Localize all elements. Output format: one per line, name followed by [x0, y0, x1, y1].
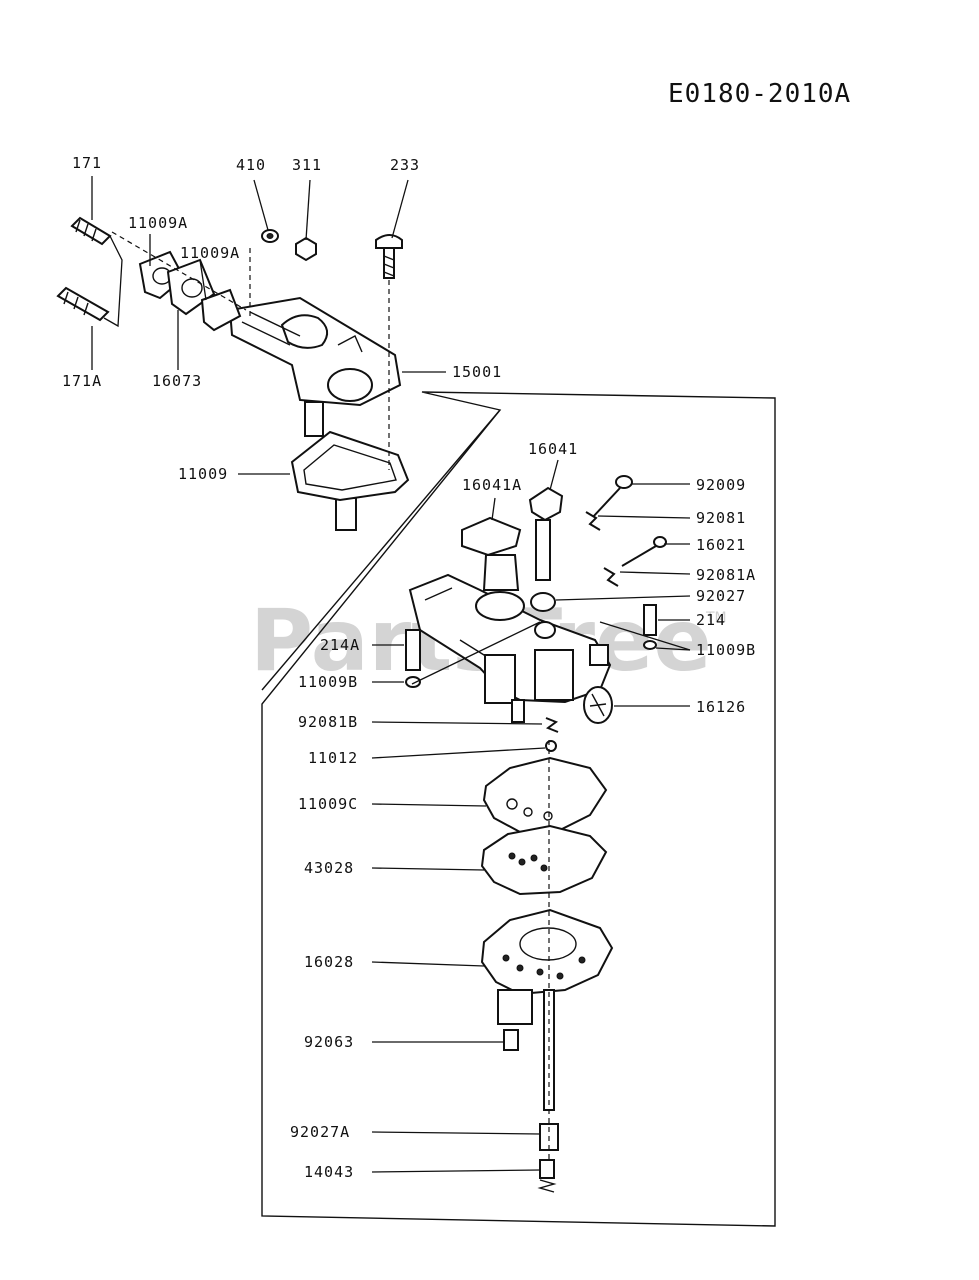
callout-11009: 11009: [178, 465, 228, 483]
nut-311: [295, 236, 317, 262]
callout-14043: 14043: [304, 1163, 354, 1181]
diaphragm-43028: [480, 824, 608, 896]
callout-92027A: 92027A: [290, 1123, 350, 1141]
screw-214A: [405, 629, 421, 688]
callout-11009A-1: 11009A: [128, 214, 188, 232]
spring-92081: [585, 511, 601, 531]
carburetor-body-15001: [228, 296, 402, 531]
choke-valve-16041A: [461, 516, 525, 621]
callout-11009B-right: 11009B: [696, 641, 756, 659]
callout-233: 233: [390, 156, 420, 174]
stud-171: [70, 216, 112, 246]
callout-43028: 43028: [304, 859, 354, 877]
screw-92009: [591, 475, 633, 519]
callout-16041: 16041: [528, 440, 578, 458]
callout-11009B-left: 11009B: [298, 673, 358, 691]
drawing-id: E0180-2010A: [668, 79, 851, 109]
callout-15001: 15001: [452, 363, 502, 381]
callout-214A: 214A: [320, 636, 360, 654]
spring-92081B: [545, 717, 559, 733]
throttle-shaft-16041: [528, 486, 564, 581]
callout-311: 311: [292, 156, 322, 174]
screw-14043: [537, 1159, 557, 1193]
callout-16073: 16073: [152, 372, 202, 390]
ring-11012: [545, 740, 557, 752]
callout-16041A: 16041A: [462, 476, 522, 494]
callout-16028: 16028: [304, 953, 354, 971]
screw-16021: [621, 536, 667, 567]
callout-171: 171: [72, 154, 102, 172]
screw-214: [643, 604, 657, 650]
callout-92009: 92009: [696, 476, 746, 494]
watermark-trademark: TM: [705, 610, 727, 626]
callout-11009A-2: 11009A: [180, 244, 240, 262]
callout-16021: 16021: [696, 536, 746, 554]
screw-233: [375, 234, 403, 279]
pump-cover-16028: [480, 908, 614, 1111]
callout-92027: 92027: [696, 587, 746, 605]
bushing-92027: [530, 592, 556, 612]
callout-214: 214: [696, 611, 726, 629]
callout-92081A: 92081A: [696, 566, 756, 584]
callout-410: 410: [236, 156, 266, 174]
spring-92081A: [603, 567, 619, 587]
callout-16126: 16126: [696, 698, 746, 716]
carburetor-lower-body: [408, 573, 612, 723]
callout-92081B: 92081B: [298, 713, 358, 731]
gasket-11009A-2: [200, 288, 242, 332]
callout-92081: 92081: [696, 509, 746, 527]
pulsation-part-16126: [583, 686, 613, 724]
callout-171A: 171A: [62, 372, 102, 390]
gasket-11009C: [482, 756, 608, 834]
callout-92063: 92063: [304, 1033, 354, 1051]
callout-11009C: 11009C: [298, 795, 358, 813]
screw-92063: [503, 1029, 519, 1051]
stud-171A: [56, 286, 110, 322]
callout-11012: 11012: [308, 749, 358, 767]
